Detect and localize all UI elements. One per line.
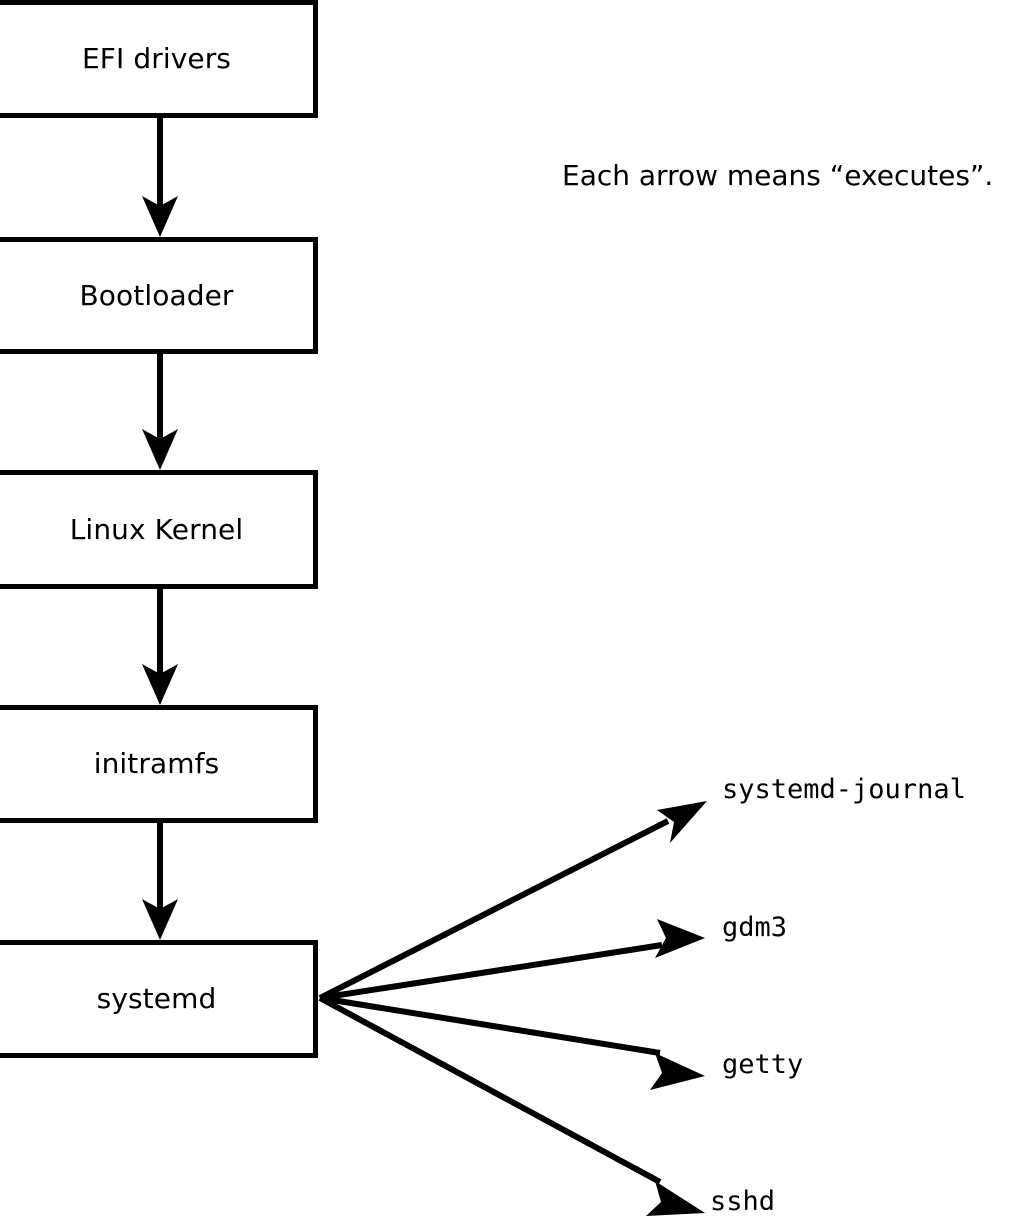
node-systemd[interactable]: systemd xyxy=(0,940,318,1058)
node-linux-kernel[interactable]: Linux Kernel xyxy=(0,470,318,589)
node-initramfs[interactable]: initramfs xyxy=(0,705,318,823)
node-label-initramfs: initramfs xyxy=(93,747,220,780)
arrow-initramfs-to-systemd xyxy=(142,822,178,940)
node-label-bootloader: Bootloader xyxy=(79,278,234,312)
node-efi-drivers[interactable]: EFI drivers xyxy=(0,0,318,118)
arrow-systemd-to-gdm3 xyxy=(319,919,705,1001)
node-gdm3[interactable]: gdm3 xyxy=(722,912,788,943)
node-label-linux-kernel: Linux Kernel xyxy=(69,512,244,546)
node-sshd[interactable]: sshd xyxy=(710,1186,776,1217)
node-systemd-journal[interactable]: systemd-journal xyxy=(722,774,966,805)
legend-annotation: Each arrow means “executes”. xyxy=(562,159,994,192)
arrow-systemd-to-getty xyxy=(319,995,705,1090)
arrow-systemd-to-sshd xyxy=(318,995,705,1216)
node-label-efi-drivers: EFI drivers xyxy=(81,42,232,75)
node-bootloader[interactable]: Bootloader xyxy=(0,237,318,354)
node-getty[interactable]: getty xyxy=(722,1049,804,1080)
arrow-bootloader-to-kernel xyxy=(142,353,178,470)
arrow-efi-to-bootloader xyxy=(142,118,178,237)
arrow-kernel-to-initramfs xyxy=(142,589,178,705)
node-label-systemd: systemd xyxy=(96,982,217,1015)
arrow-systemd-to-systemd-journal xyxy=(318,801,707,1001)
